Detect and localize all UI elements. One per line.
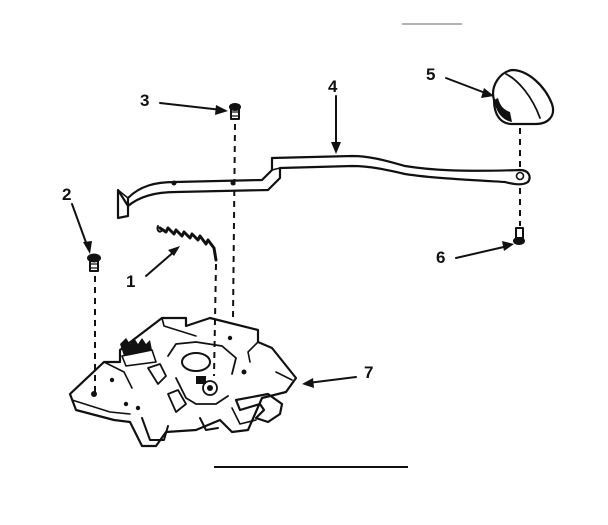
spring (156, 225, 218, 262)
assembly-line-3 (232, 123, 236, 319)
callout-7: 7 (364, 363, 373, 382)
callout-6: 6 (436, 248, 445, 267)
lever-arm (116, 154, 531, 220)
callout-3: 3 (140, 91, 149, 110)
callout-1: 1 (126, 272, 135, 291)
screw-6 (513, 227, 525, 245)
callout-2: 2 (62, 185, 71, 204)
knob (492, 68, 555, 126)
latch-assembly (68, 316, 298, 448)
leader-arrows (71, 77, 514, 388)
callout-5: 5 (426, 65, 435, 84)
screw-2 (87, 253, 101, 272)
callout-4: 4 (328, 77, 338, 96)
screw-3 (229, 103, 241, 120)
